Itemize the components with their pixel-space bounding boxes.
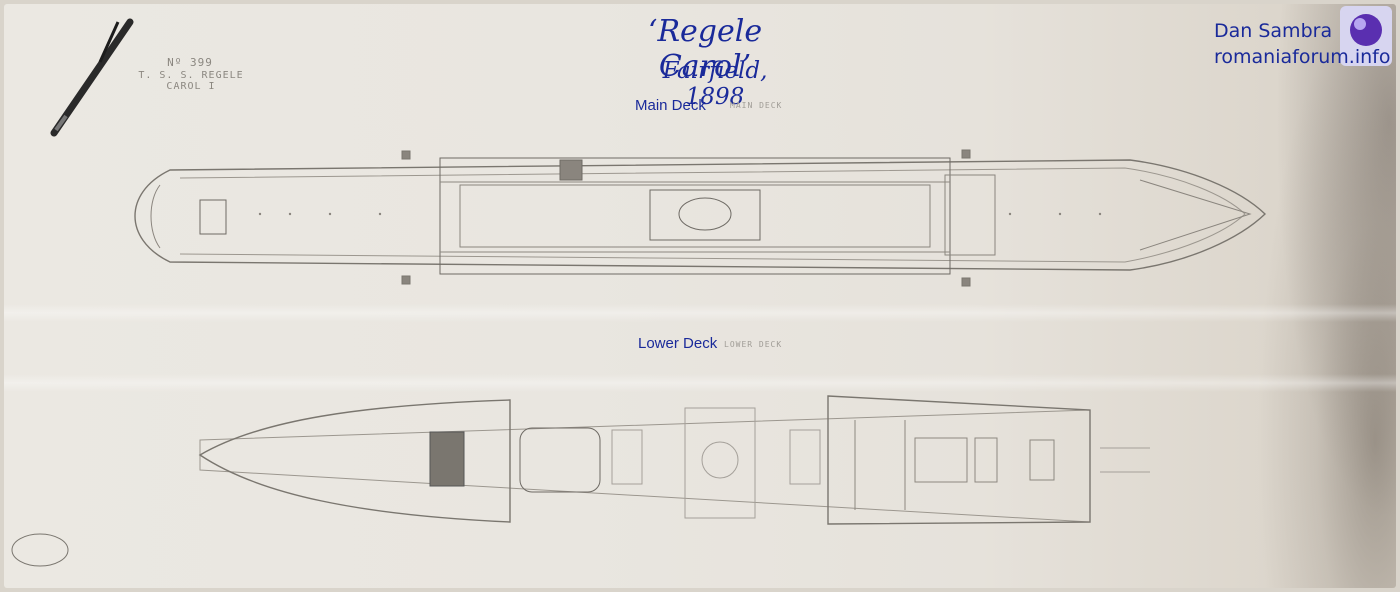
stamp-oval-icon: [11, 533, 69, 567]
credit-author: Dan Sambra: [1214, 20, 1333, 42]
credit-site: romaniaforum.info: [1214, 46, 1391, 68]
paper-stain: [1256, 4, 1396, 588]
pen-icon: [50, 18, 134, 137]
paper-crease: [4, 304, 1396, 322]
main-deck-stamp: MAIN DECK: [730, 101, 783, 110]
logo-sphere-icon: [1340, 6, 1392, 66]
builder-title: Fairfield, 1898: [662, 58, 768, 110]
main-deck-label: Main Deck: [635, 97, 706, 114]
main-deck-plan: [134, 149, 1267, 287]
blueprint-sheet: [4, 4, 1396, 588]
plan-number: Nº 399: [167, 56, 213, 69]
lower-deck-stamp: LOWER DECK: [724, 340, 783, 349]
ship-title: ‘Regele Carol’: [647, 14, 763, 84]
lower-deck-label: Lower Deck: [638, 335, 718, 352]
lower-deck-plan: [198, 395, 1150, 525]
plan-name: T. S. S. REGELE CAROL I: [138, 70, 244, 92]
paper-crease: [4, 374, 1396, 392]
